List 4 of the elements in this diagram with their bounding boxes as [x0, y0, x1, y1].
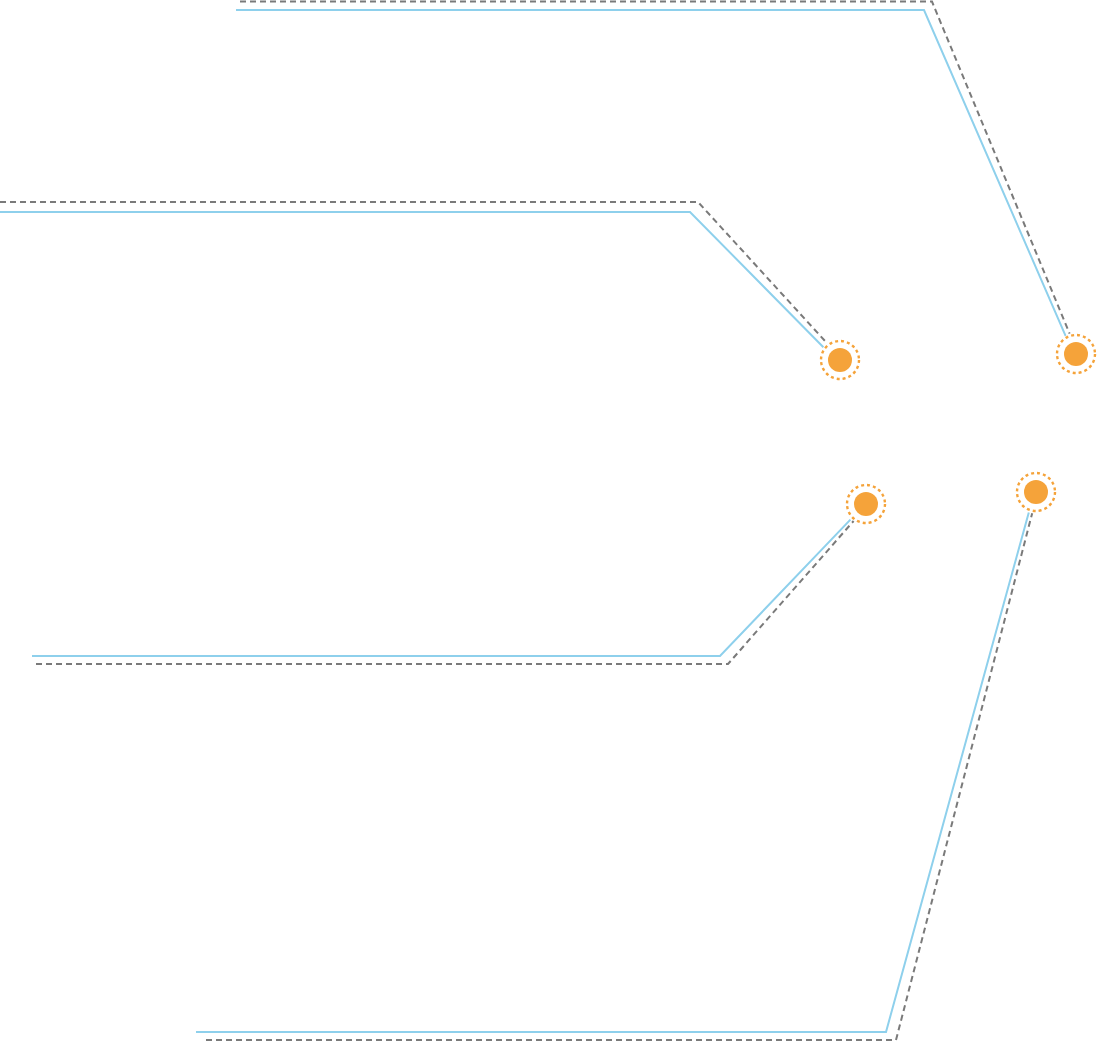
marker-dot — [818, 338, 862, 382]
marker-dot — [1054, 332, 1098, 376]
marker-dot — [1014, 470, 1058, 514]
marker-dot — [844, 482, 888, 526]
